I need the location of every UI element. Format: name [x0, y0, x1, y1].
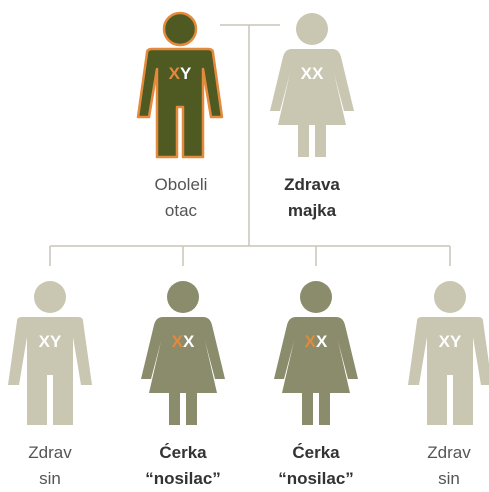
mother-figure-body — [270, 49, 354, 157]
child-1-label-line1: Zdrav — [28, 443, 72, 462]
child-3-label-line2: “nosilac” — [278, 469, 354, 488]
child-2-figure-body — [141, 317, 225, 425]
child-4-figure-chromosomes: XY — [439, 332, 462, 351]
child-2-label-line1: Ćerka — [159, 443, 207, 462]
child-4-figure-chromosome-1: X — [439, 332, 451, 351]
mother-figure-chromosome-1: X — [301, 64, 313, 83]
father-label-line1: Oboleli — [154, 175, 208, 194]
child-3-figure-chromosomes: XX — [305, 332, 328, 351]
child-1-figure-chromosome-1: X — [39, 332, 51, 351]
father-label: Oboleli otac — [121, 172, 241, 224]
child-4-figure-chromosome-2: Y — [450, 332, 462, 351]
child-2-figure-head — [167, 281, 199, 313]
child-1-label-line2: sin — [39, 469, 61, 488]
father-label-line2: otac — [164, 201, 198, 220]
mother-label-line2: majka — [287, 201, 337, 220]
father-figure-chromosome-2: Y — [180, 64, 192, 83]
child-1-figure-chromosomes: XY — [39, 332, 62, 351]
father-figure-chromosomes: XY — [169, 64, 192, 83]
mother-figure-chromosome-2: X — [312, 64, 324, 83]
child-3-figure-chromosome-1: X — [305, 332, 317, 351]
child-3-figure-body — [274, 317, 358, 425]
mother-figure-chromosomes: XX — [301, 64, 324, 83]
child-4-label-line1: Zdrav — [427, 443, 471, 462]
child-4-label: Zdrav sin — [389, 440, 489, 492]
child-4-label-line2: sin — [438, 469, 460, 488]
mother-label-line1: Zdrava — [284, 175, 340, 194]
child-3-label: Ćerka “nosilac” — [256, 440, 376, 492]
child-1-figure: XY — [8, 281, 92, 425]
child-3-figure-chromosome-2: X — [316, 332, 328, 351]
child-3-figure-head — [300, 281, 332, 313]
father-figure-head — [162, 11, 198, 47]
child-1-figure-head — [34, 281, 66, 313]
child-1-figure-body — [8, 317, 92, 425]
child-4-figure-body — [408, 317, 489, 425]
child-2-figure-chromosome-1: X — [172, 332, 184, 351]
child-4-figure: XY — [408, 281, 489, 425]
connector-lines — [49, 24, 451, 266]
child-2-label-line2: “nosilac” — [145, 469, 221, 488]
child-2-figure: XX — [141, 281, 225, 425]
child-1-label: Zdrav sin — [0, 440, 110, 492]
father-figure-body — [136, 47, 224, 159]
child-3-figure: XX — [274, 281, 358, 425]
child-1-figure-chromosome-2: Y — [50, 332, 62, 351]
father-figure-chromosome-1: X — [169, 64, 181, 83]
child-2-label: Ćerka “nosilac” — [123, 440, 243, 492]
mother-figure: XX — [270, 13, 354, 157]
child-2-figure-chromosomes: XX — [172, 332, 195, 351]
child-2-figure-chromosome-2: X — [183, 332, 195, 351]
father-figure: XY — [136, 11, 224, 159]
mother-label: Zdrava majka — [252, 172, 372, 224]
child-4-figure-head — [434, 281, 466, 313]
mother-figure-head — [296, 13, 328, 45]
child-3-label-line1: Ćerka — [292, 443, 340, 462]
